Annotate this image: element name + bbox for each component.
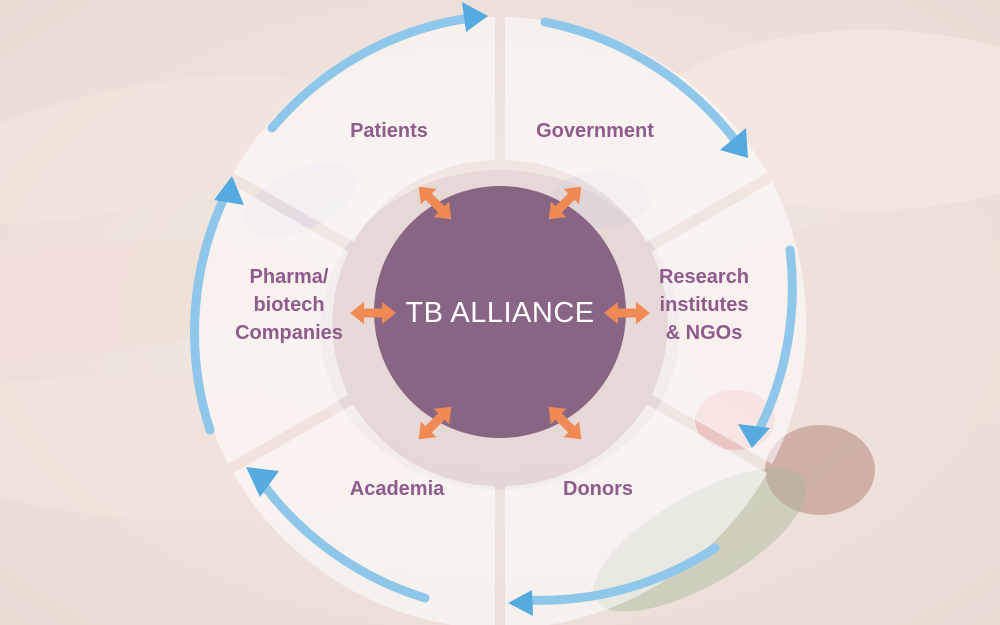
connector-arrow-patients <box>418 186 452 220</box>
segment-labels: Patients Government Research institutes … <box>235 120 749 500</box>
cycle-arrowheads <box>214 2 770 616</box>
connector-arrow-donors <box>548 406 582 440</box>
connector-arrow-research <box>604 302 650 324</box>
cycle-arrow-left <box>190 185 233 435</box>
cycle-arrowhead-upper-right <box>720 128 748 158</box>
label-patients: Patients <box>350 120 428 142</box>
label-research-line3: & NGOs <box>666 322 743 344</box>
label-academia: Academia <box>350 478 445 500</box>
cycle-arrow-lower-right <box>520 543 720 605</box>
label-research-line1: Research <box>659 266 749 288</box>
wedge-donors <box>505 404 768 625</box>
cycle-arrow-right <box>753 245 797 437</box>
connector-arrow-academia <box>418 406 452 440</box>
label-pharma-line1: Pharma/ <box>250 266 329 288</box>
label-research-line2: institutes <box>660 294 749 316</box>
connector-arrow-government <box>548 186 582 220</box>
center-circle <box>374 186 626 438</box>
wedge-research <box>651 182 807 464</box>
cycle-arrows <box>190 13 797 605</box>
wedge-patients <box>233 17 495 242</box>
cycle-arrowhead-lower-left <box>246 467 279 497</box>
connector-arrow-pharma <box>350 302 396 324</box>
label-pharma-line3: Companies <box>235 322 343 344</box>
wedge-pharma <box>193 182 349 464</box>
segment-wedges <box>193 17 807 625</box>
label-government: Government <box>536 120 654 142</box>
cycle-arrowhead-top <box>462 2 488 32</box>
cycle-arrow-lower-left <box>255 475 430 603</box>
cycle-arrowhead-right <box>738 424 770 448</box>
label-donors: Donors <box>563 478 633 500</box>
cycle-arrowhead-left <box>214 176 244 205</box>
cycle-arrow-top <box>267 13 475 133</box>
wedge-government <box>505 17 768 242</box>
cycle-arrow-upper-right <box>540 17 740 145</box>
connector-arrows <box>350 186 650 440</box>
label-pharma-line2: biotech <box>253 294 324 316</box>
center-label: TB ALLIANCE <box>405 297 594 329</box>
cycle-arrowhead-lower-right <box>508 590 533 616</box>
wedge-academia <box>233 404 495 625</box>
